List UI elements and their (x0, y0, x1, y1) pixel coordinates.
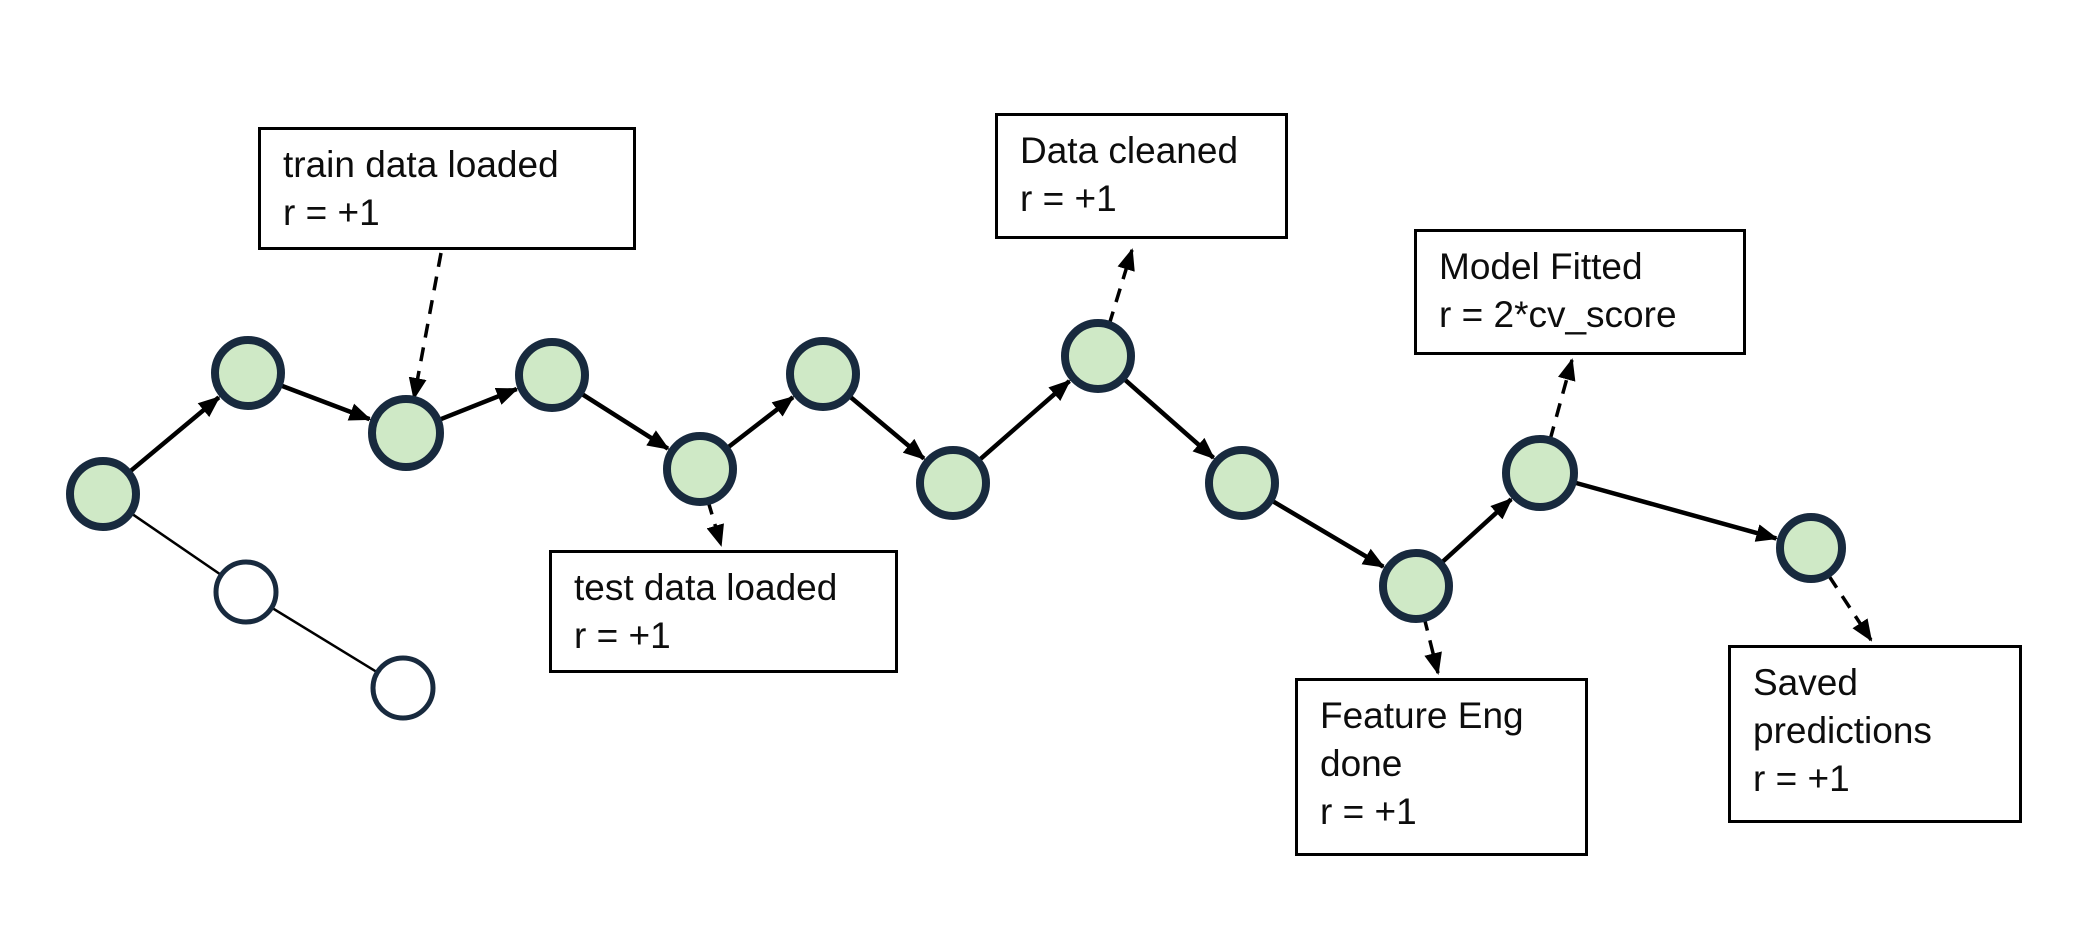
graph-node-visited (1061, 319, 1135, 393)
graph-node-visited (515, 338, 589, 412)
transition-arrow (439, 386, 519, 422)
graph-node-visited (786, 337, 860, 411)
label-text: Saved (1753, 662, 1858, 703)
label-text: Data cleaned (1020, 130, 1239, 171)
label-model-fitted: Model Fitted r = 2*cv_score (1414, 229, 1746, 355)
reward-link-model-fitted (1548, 358, 1576, 441)
reward-text: r = 2*cv_score (1439, 294, 1677, 335)
graph-node-visited (1205, 446, 1279, 520)
reward-link-saved-predictions (1827, 575, 1873, 642)
label-saved-predictions: Saved predictions r = +1 (1728, 645, 2022, 823)
reward-text: r = +1 (1320, 791, 1417, 832)
label-text: done (1320, 743, 1403, 784)
graph-node-visited (368, 395, 444, 471)
transition-arrow (1441, 497, 1513, 564)
label-train-data-loaded: train data loaded r = +1 (258, 127, 636, 250)
graph-node-visited (66, 457, 140, 531)
transition-arrow (1575, 480, 1779, 542)
label-data-cleaned: Data cleaned r = +1 (995, 113, 1288, 239)
transition-arrow (1271, 499, 1386, 569)
graph-node-visited (1776, 513, 1846, 583)
label-text: Model Fitted (1439, 246, 1643, 287)
transition-arrow (1123, 378, 1216, 460)
graph-node-unvisited (370, 655, 436, 721)
reward-link-test-data-loaded (706, 500, 724, 547)
transition-arrow (727, 395, 795, 449)
reward-link-train-data-loaded (408, 252, 443, 400)
transition-arrow (978, 379, 1071, 461)
label-text: test data loaded (574, 567, 838, 608)
transition-arrow (849, 395, 926, 461)
label-text: Feature Eng (1320, 695, 1524, 736)
transition-arrow (129, 395, 221, 473)
transition-arrow (280, 383, 372, 422)
graph-node-visited (211, 336, 285, 410)
reward-text: r = +1 (1753, 758, 1850, 799)
reward-link-feature-eng-done (1422, 616, 1442, 675)
graph-node-visited (663, 432, 737, 506)
reward-text: r = +1 (1020, 178, 1117, 219)
label-text: predictions (1753, 710, 1932, 751)
graph-node-visited (916, 446, 990, 520)
reward-link-data-cleaned (1107, 248, 1135, 326)
graph-node-unvisited (213, 559, 279, 625)
graph-node-visited (1502, 435, 1578, 511)
label-feature-eng-done: Feature Eng done r = +1 (1295, 678, 1588, 856)
transition-arrow (581, 392, 670, 451)
graph-node-visited (1379, 549, 1453, 623)
label-text: train data loaded (283, 144, 559, 185)
label-test-data-loaded: test data loaded r = +1 (549, 550, 898, 673)
reward-text: r = +1 (574, 615, 671, 656)
reward-text: r = +1 (283, 192, 380, 233)
